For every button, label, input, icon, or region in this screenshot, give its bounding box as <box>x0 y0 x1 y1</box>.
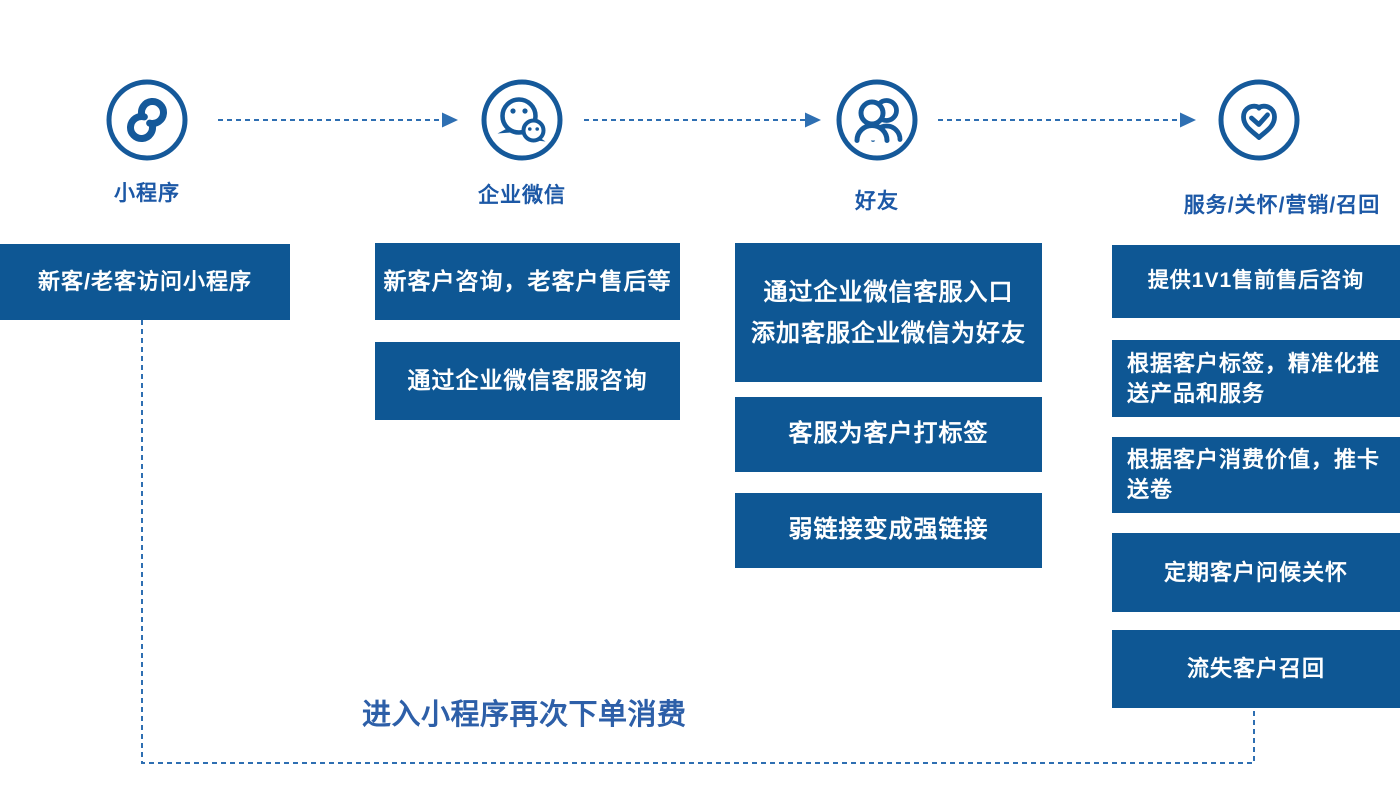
box-text: 新客/老客访问小程序 <box>37 269 253 295</box>
box-text: 新客户咨询，老客户售后等 <box>383 267 672 294</box>
wecom-icon <box>481 79 563 161</box>
box-text: 定期客户问候关怀 <box>1163 559 1348 585</box>
box-text: 客服为客户打标签 <box>788 420 989 448</box>
box-text: 送产品和服务 <box>1127 380 1266 406</box>
stage-label-friends: 好友 <box>855 190 899 213</box>
flow-box-card-coupon: 根据客户消费价值，推卡 送卷 <box>1112 437 1400 513</box>
box-text: 通过企业微信客服咨询 <box>407 367 648 394</box>
loop-caption: 进入小程序再次下单消费 <box>362 699 687 731</box>
feedback-loop-line <box>141 320 1255 764</box>
flow-box-regular-care: 定期客户问候关怀 <box>1112 533 1400 612</box>
box-text: 根据客户消费价值，推卡 <box>1127 447 1381 473</box>
box-text: 添加客服企业微信为好友 <box>751 319 1026 347</box>
flow-box-precise-push: 根据客户标签，精准化推 送产品和服务 <box>1112 340 1400 417</box>
flow-box-wecom-service: 通过企业微信客服咨询 <box>375 342 680 420</box>
box-text: 流失客户召回 <box>1186 656 1325 682</box>
stage-label-wecom: 企业微信 <box>478 184 566 207</box>
stage-label-service: 服务/关怀/营销/召回 <box>1183 194 1381 217</box>
arrowhead-icon <box>805 112 821 128</box>
friends-icon <box>836 79 918 161</box>
flow-box-tag-customer: 客服为客户打标签 <box>735 397 1042 472</box>
arrowhead-icon <box>442 112 458 128</box>
flow-box-add-friend: 通过企业微信客服入口 添加客服企业微信为好友 <box>735 243 1042 382</box>
flow-box-new-old-inquiry: 新客户咨询，老客户售后等 <box>375 243 680 320</box>
box-text: 通过企业微信客服入口 <box>763 278 1014 306</box>
box-text: 送卷 <box>1127 477 1174 502</box>
heart-check-icon <box>1218 79 1300 161</box>
flow-box-1v1-consult: 提供1V1售前售后咨询 <box>1112 245 1400 318</box>
box-text: 弱链接变成强链接 <box>788 516 989 544</box>
flow-box-churn-recall: 流失客户召回 <box>1112 630 1400 708</box>
arrowhead-icon <box>1180 112 1196 128</box>
box-text: 根据客户标签，精准化推 <box>1127 350 1381 376</box>
box-text: 提供1V1售前售后咨询 <box>1147 269 1365 293</box>
flow-box-visit-miniprogram: 新客/老客访问小程序 <box>0 244 290 320</box>
flow-box-strong-link: 弱链接变成强链接 <box>735 493 1042 568</box>
stage-label-miniprogram: 小程序 <box>114 182 180 205</box>
miniprogram-icon <box>106 79 188 161</box>
